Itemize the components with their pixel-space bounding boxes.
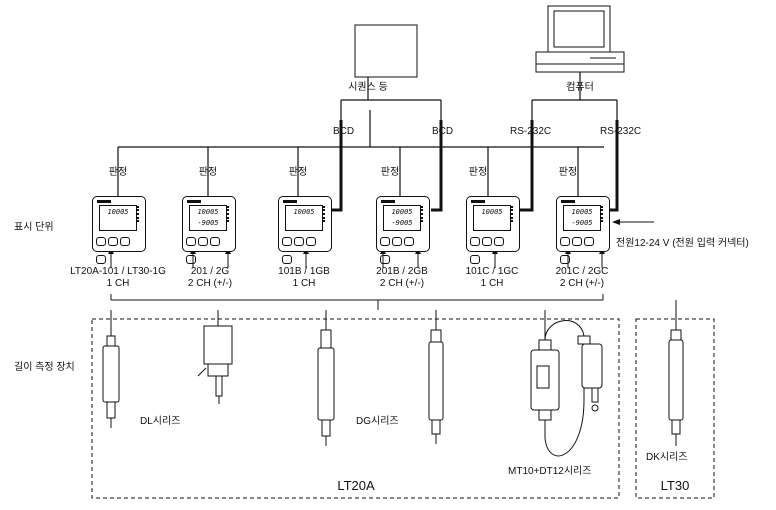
display-screen: 10005 xyxy=(285,205,323,231)
gauge-label-dg: DG시리즈 xyxy=(356,416,399,427)
channel-label: 2 CH (+/-) xyxy=(379,278,425,289)
display-screen: 10005 -9005 xyxy=(383,205,421,231)
rs232c-label-left: RS-232C xyxy=(510,126,552,137)
channel-label: 2 CH (+/-) xyxy=(187,278,233,289)
gauge-label-dl: DL시리즈 xyxy=(140,416,181,427)
model-label: 101B / 1GB xyxy=(278,266,330,277)
display-unit-6: 10005 -9005 xyxy=(556,196,610,264)
led-indicators xyxy=(227,206,232,222)
model-label: 101C / 1GC xyxy=(465,266,519,277)
dg-probe xyxy=(317,310,335,446)
sony-logo xyxy=(187,200,201,203)
display-unit-3: 10005 xyxy=(278,196,332,264)
sony-logo xyxy=(283,200,297,203)
judgement-label: 판정 xyxy=(468,167,488,178)
led-indicators xyxy=(323,206,328,222)
model-label: LT20A-101 / LT30-1G xyxy=(70,266,166,277)
bcd-label-left: BCD xyxy=(333,126,355,137)
rs232c-label-right: RS-232C xyxy=(600,126,642,137)
button-row xyxy=(560,233,606,264)
display-screen: 10005 -9005 xyxy=(563,205,601,231)
button-row xyxy=(186,233,232,264)
sequencer-box xyxy=(354,24,418,78)
judgement-label: 판정 xyxy=(558,167,578,178)
reading: 10005 xyxy=(391,208,413,216)
reading: 10005 xyxy=(481,208,503,216)
reading: 10005 xyxy=(571,208,593,216)
judgement-label: 판정 xyxy=(380,167,400,178)
reading: 10005 xyxy=(107,208,129,216)
reading: 10005 xyxy=(197,208,219,216)
display-screen: 10005 xyxy=(99,205,137,231)
mt10-dt12-probe xyxy=(530,310,603,457)
channel-label: 1 CH xyxy=(480,278,504,289)
led-indicators xyxy=(421,206,426,222)
reading-2: -9005 xyxy=(391,219,413,227)
display-unit-4: 10005 -9005 xyxy=(376,196,430,264)
led-indicators xyxy=(511,206,516,222)
channel-label: 1 CH xyxy=(106,278,130,289)
lt30-label: LT30 xyxy=(660,478,690,493)
computer-icon xyxy=(535,5,625,73)
reading-2: -9005 xyxy=(197,219,219,227)
lt30-group xyxy=(635,318,715,499)
dl-probe-1 xyxy=(102,310,120,428)
lt20a-group xyxy=(91,318,620,499)
display-unit-2: 10005 -9005 xyxy=(182,196,236,264)
channel-label: 1 CH xyxy=(292,278,316,289)
model-label: 201B / 2GB xyxy=(376,266,428,277)
length-gauge-label: 길이 측정 장치 xyxy=(14,362,75,373)
model-label: 201C / 2GC xyxy=(555,266,609,277)
lt20a-label: LT20A xyxy=(337,478,375,493)
display-unit-label: 표시 단위 xyxy=(14,222,54,233)
display-unit-5: 10005 xyxy=(466,196,520,264)
gauge-label-mt10: MT10+DT12시리즈 xyxy=(508,466,592,477)
button-row xyxy=(282,233,328,264)
bcd-label-right: BCD xyxy=(432,126,454,137)
gauge-label-dk: DK시리즈 xyxy=(646,452,688,463)
display-screen: 10005 xyxy=(473,205,511,231)
sequencer-label: 시퀀스 등 xyxy=(348,82,388,93)
display-unit-1: 10005 xyxy=(92,196,146,264)
model-label: 201 / 2G xyxy=(190,266,230,277)
sony-logo xyxy=(471,200,485,203)
judgement-label: 판정 xyxy=(198,167,218,178)
dl-probe-2 xyxy=(197,310,233,404)
judgement-label: 판정 xyxy=(108,167,128,178)
judgement-label: 판정 xyxy=(288,167,308,178)
reading-2: -9005 xyxy=(571,219,593,227)
sony-logo xyxy=(561,200,575,203)
dk-probe xyxy=(668,310,684,446)
button-row xyxy=(96,233,142,264)
led-indicators xyxy=(137,206,142,222)
power-label: 전원12-24 V (전원 입력 커넥터) xyxy=(616,238,749,249)
channel-label: 2 CH (+/-) xyxy=(559,278,605,289)
dg-slim-probe xyxy=(428,310,444,444)
led-indicators xyxy=(601,206,606,222)
sony-logo xyxy=(381,200,395,203)
reading: 10005 xyxy=(293,208,315,216)
button-row xyxy=(470,233,516,264)
sony-logo xyxy=(97,200,111,203)
computer-label: 컴퓨터 xyxy=(566,82,594,93)
display-screen: 10005 -9005 xyxy=(189,205,227,231)
button-row xyxy=(380,233,426,264)
